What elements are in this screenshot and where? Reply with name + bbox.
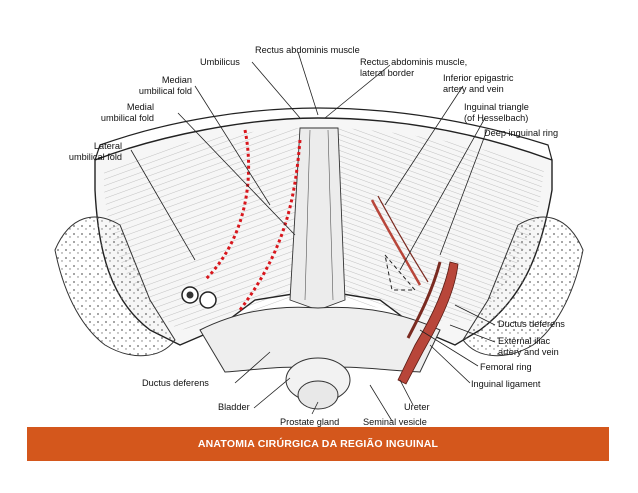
title-banner: ANATOMIA CIRÚRGICA DA REGIÃO INGUINAL — [27, 427, 609, 461]
label-medial-fold-1: Medial — [126, 102, 154, 112]
prostate-shape — [297, 380, 339, 410]
label-inguinal-triangle-1: Inguinal triangle — [464, 102, 529, 112]
label-median-fold-2: umbilical fold — [138, 86, 192, 96]
pelvic-floor — [199, 306, 441, 373]
label-ductus-left: Ductus deferens — [142, 378, 209, 388]
label-femoral-ring: Femoral ring — [480, 362, 532, 372]
label-rectus-lateral-2: lateral border — [360, 68, 415, 78]
label-inferior-epigastric-1: Inferior epigastric — [443, 73, 514, 83]
label-external-iliac-2: artery and vein — [498, 347, 559, 357]
right-hip-bone — [462, 216, 584, 357]
label-lateral-fold-1: Lateral — [93, 141, 122, 151]
label-prostate: Prostate gland — [280, 417, 340, 427]
label-bladder: Bladder — [218, 402, 250, 412]
label-lateral-fold-2: umbilical fold — [68, 152, 122, 162]
lateral-umbilical-fold-left — [203, 129, 251, 282]
label-ureter: Ureter — [404, 402, 430, 412]
label-medial-fold-2: umbilical fold — [100, 113, 154, 123]
title-text: ANATOMIA CIRÚRGICA DA REGIÃO INGUINAL — [197, 438, 439, 450]
label-rectus-abdominis: Rectus abdominis muscle — [255, 45, 360, 55]
label-deep-ring: Deep inguinal ring — [484, 128, 559, 138]
inguinal-triangle — [384, 253, 417, 291]
label-inguinal-ligament: Inguinal ligament — [471, 379, 541, 389]
label-umbilicus: Umbilicus — [200, 57, 240, 67]
label-ductus-right: Ductus deferens — [498, 319, 565, 329]
left-hip-bone — [54, 216, 176, 357]
label-median-fold-1: Median — [161, 75, 192, 85]
rectus-abdominis-shape — [289, 127, 346, 311]
label-inguinal-triangle-2: (of Hesselbach) — [464, 113, 529, 123]
label-rectus-lateral-1: Rectus abdominis muscle, — [360, 57, 468, 67]
label-external-iliac-1: External iliac — [498, 336, 551, 346]
external-iliac-vessels — [397, 261, 459, 385]
label-seminal-vesicle: Seminal vesicle — [363, 417, 427, 427]
label-inferior-epigastric-2: artery and vein — [443, 84, 504, 94]
